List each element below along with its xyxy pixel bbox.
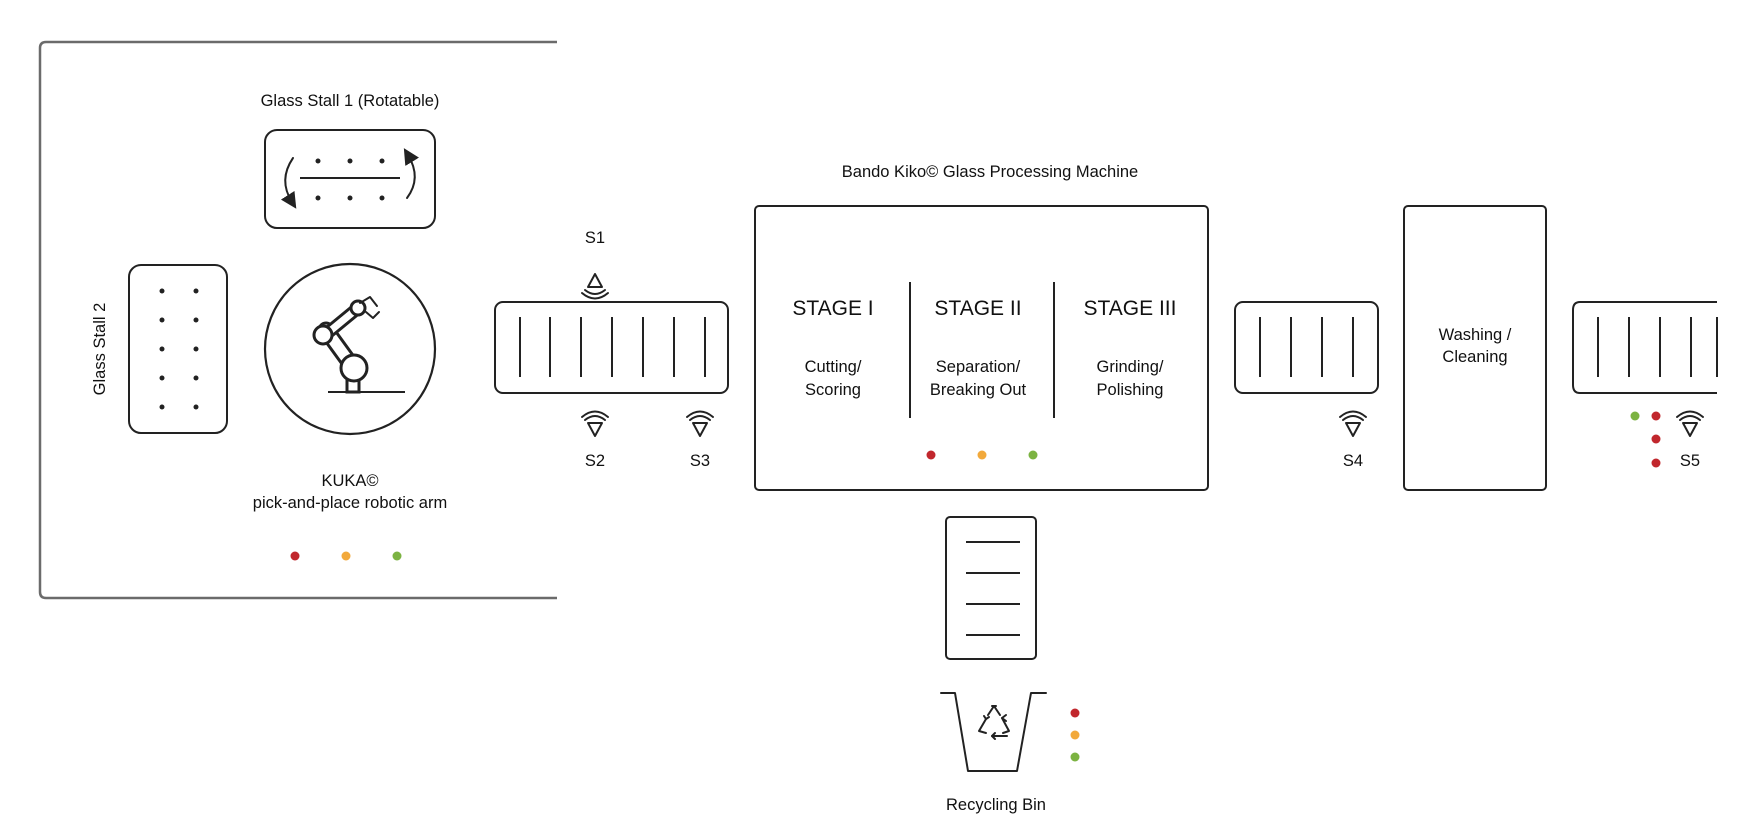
stage-2-desc-line2: Breaking Out — [930, 381, 1027, 399]
washing-label-line2: Cleaning — [1442, 348, 1507, 366]
stall-2-glass-dots — [159, 288, 199, 410]
recycling-green-light — [1070, 752, 1080, 762]
stage-3-desc-line2: Polishing — [1097, 381, 1164, 399]
sensor-s1-icon — [581, 273, 609, 300]
output-status-lights — [1630, 411, 1661, 468]
glass-stall-1[interactable] — [264, 129, 436, 229]
stage-2-title: STAGE II — [934, 297, 1021, 320]
robot-yellow-light — [341, 551, 351, 561]
stall-1-glass-dots — [315, 158, 385, 201]
robot-green-light — [392, 551, 402, 561]
recycling-bin[interactable]: Recycling Bin — [940, 692, 1047, 814]
stage-1-title: STAGE I — [792, 297, 873, 320]
robot-status-lights — [290, 551, 402, 561]
glass-stall-2[interactable] — [128, 264, 228, 434]
glass-processing-machine[interactable]: Bando Kiko© Glass Processing Machine STA… — [754, 163, 1209, 491]
machine-yellow-light — [977, 450, 987, 460]
stage-3-desc-line1: Grinding/ — [1097, 358, 1164, 376]
machine-red-light — [926, 450, 936, 460]
scrap-buffer[interactable] — [945, 516, 1037, 660]
sensor-s1-label: S1 — [585, 229, 605, 247]
stage-1: STAGE I Cutting/ Scoring — [792, 297, 873, 399]
recycling-bin-label: Recycling Bin — [946, 796, 1046, 814]
robot-title: KUKA© — [321, 472, 378, 490]
recycling-status-lights — [1070, 708, 1080, 762]
robot-cell: Glass Stall 1 (Rotatable) Glass Stall 2 — [38, 40, 557, 600]
sensor-s2[interactable]: S2 — [581, 410, 609, 471]
sensor-s5-label: S5 — [1680, 452, 1700, 470]
output-conveyor[interactable] — [1572, 301, 1718, 394]
recycling-red-light — [1070, 708, 1080, 718]
output-red-light-3 — [1651, 458, 1661, 468]
sensor-s4[interactable]: S4 — [1339, 410, 1367, 471]
recycling-yellow-light — [1070, 730, 1080, 740]
robot-cell-border — [38, 40, 557, 600]
stage-3: STAGE III Grinding/ Polishing — [1084, 297, 1177, 399]
sensor-s5[interactable]: S5 — [1676, 410, 1704, 471]
buffer-conveyor[interactable] — [1234, 301, 1379, 394]
kuka-robot[interactable] — [263, 262, 437, 436]
stage-2-desc-line1: Separation/ — [936, 358, 1021, 376]
glass-stall-1-label: Glass Stall 1 (Rotatable) — [261, 92, 440, 110]
rotate-left-arrow-icon — [280, 157, 297, 209]
robot-arm-icon — [312, 296, 405, 394]
sensor-s3-label: S3 — [690, 452, 710, 470]
robot-red-light — [290, 551, 300, 561]
stage-3-title: STAGE III — [1084, 297, 1177, 320]
sensor-s3[interactable]: S3 — [686, 410, 714, 471]
output-red-light-2 — [1651, 434, 1661, 444]
sensor-s4-label: S4 — [1343, 452, 1363, 470]
machine-title: Bando Kiko© Glass Processing Machine — [842, 163, 1138, 181]
input-conveyor[interactable] — [494, 301, 729, 394]
output-red-light-1 — [1651, 411, 1661, 421]
stage-1-desc-line1: Cutting/ — [805, 358, 862, 376]
output-green-light — [1630, 411, 1640, 421]
machine-status-lights — [926, 450, 1038, 460]
stage-1-desc-line2: Scoring — [805, 381, 861, 399]
glass-stall-2-label: Glass Stall 2 — [91, 303, 109, 396]
rotate-right-arrow-icon — [403, 148, 419, 199]
recycle-icon — [978, 705, 1010, 740]
sensor-s2-icon — [581, 410, 609, 437]
robot-subtitle: pick-and-place robotic arm — [253, 494, 447, 512]
washing-label-line1: Washing / — [1439, 326, 1512, 344]
sensor-s2-label: S2 — [585, 452, 605, 470]
sensor-s3-icon — [686, 410, 714, 437]
stage-2: STAGE II Separation/ Breaking Out — [930, 297, 1027, 399]
sensor-s5-icon — [1676, 410, 1704, 437]
washing-station[interactable]: Washing / Cleaning — [1403, 205, 1547, 491]
sensor-s4-icon — [1339, 410, 1367, 437]
machine-green-light — [1028, 450, 1038, 460]
sensor-s1[interactable]: S1 — [581, 229, 609, 300]
